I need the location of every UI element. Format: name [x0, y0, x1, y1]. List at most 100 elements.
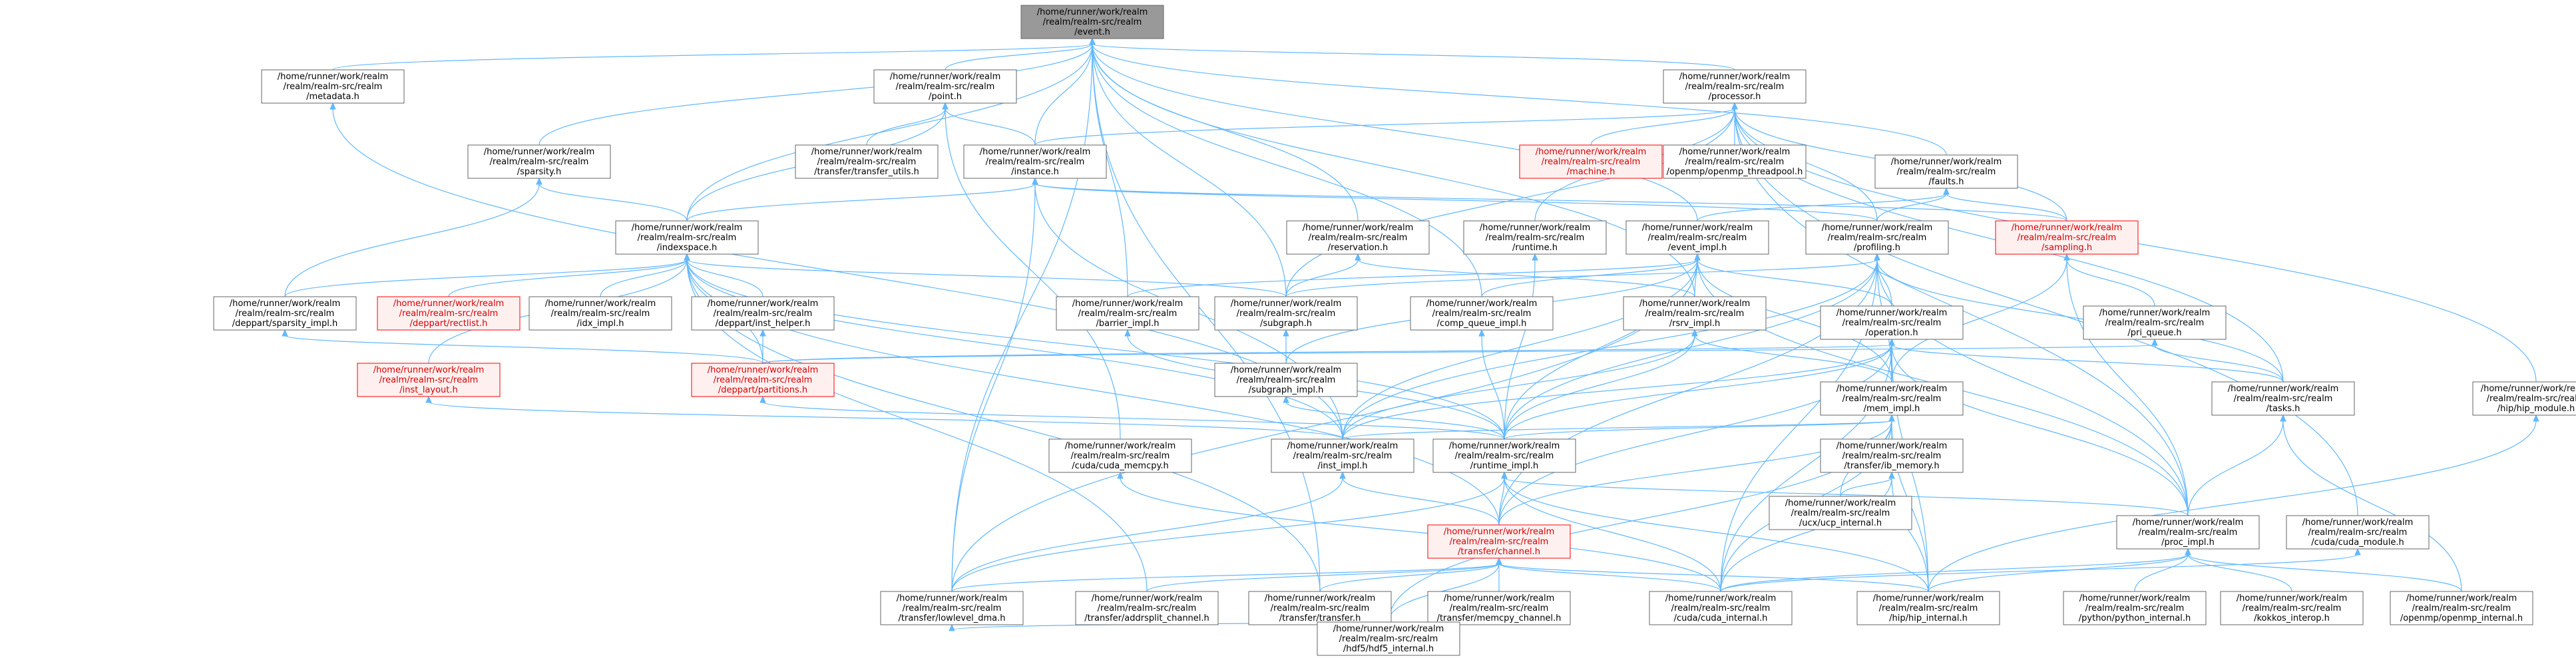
node-kokkos-interop-h[interactable]: /home/runner/work/realm/realm/realm-src/…	[2220, 591, 2364, 625]
node-barrier-impl-h[interactable]: /home/runner/work/realm/realm/realm-src/…	[1056, 296, 1199, 331]
node-memcpy-channel-h[interactable]: /home/runner/work/realm/realm/realm-src/…	[1427, 591, 1571, 625]
edge-arrowhead	[759, 395, 766, 403]
node-label-line: /home/runner/work/realm	[1642, 223, 1753, 233]
edge-rsrv_impl_h-to-inst_impl_h	[1342, 329, 1698, 440]
node-label-line: /point.h	[929, 92, 962, 102]
node-hdf5-internal-h[interactable]: /home/runner/work/realm/realm/realm-src/…	[1317, 621, 1460, 656]
edge-line	[1498, 563, 1721, 592]
node-inst-helper-h[interactable]: /home/runner/work/realm/realm/realm-src/…	[691, 296, 835, 331]
edge-arrowhead	[949, 623, 955, 631]
node-idx-impl-h[interactable]: /home/runner/work/realm/realm/realm-src/…	[529, 296, 672, 331]
node-label-line: /home/runner/work/realm	[1265, 593, 1376, 603]
node-lowlevel-dma-h[interactable]: /home/runner/work/realm/realm/realm-src/…	[880, 591, 1024, 625]
node-runtime-h[interactable]: /home/runner/work/realm/realm/realm-src/…	[1463, 220, 1607, 255]
node-label-line: /transfer/lowlevel_dma.h	[899, 613, 1006, 623]
node-label-line: /home/runner/work/realm	[708, 299, 819, 309]
edge-arrowhead	[329, 102, 336, 110]
node-hip-module-h[interactable]: /home/runner/work/realm/realm/realm-src/…	[2472, 381, 2576, 416]
node-machine-h[interactable]: /home/runner/work/realm/realm/realm-src/…	[1519, 144, 1663, 179]
node-addrsplit-channel-h[interactable]: /home/runner/work/realm/realm/realm-src/…	[1075, 591, 1219, 625]
node-channel-h[interactable]: /home/runner/work/realm/realm/realm-src/…	[1427, 524, 1571, 559]
node-rsrv-impl-h[interactable]: /home/runner/work/realm/realm/realm-src/…	[1623, 296, 1767, 331]
node-label-line: /transfer/transfer_utils.h	[814, 167, 919, 177]
node-openmp-threadpool-h[interactable]: /home/runner/work/realm/realm/realm-src/…	[1663, 144, 1807, 179]
node-event-impl-h[interactable]: /home/runner/work/realm/realm/realm-src/…	[1625, 220, 1769, 255]
node-label-line: /home/runner/work/realm	[1092, 593, 1203, 603]
node-ib-memory-h[interactable]: /home/runner/work/realm/realm/realm-src/…	[1820, 438, 1964, 473]
node-profiling-h[interactable]: /home/runner/work/realm/realm/realm-src/…	[1805, 220, 1949, 255]
node-label-line: /home/runner/work/realm	[2228, 384, 2339, 394]
node-comp-queue-impl-h[interactable]: /home/runner/work/realm/realm/realm-src/…	[1410, 296, 1554, 331]
node-inst-impl-h[interactable]: /home/runner/work/realm/realm/realm-src/…	[1271, 438, 1414, 473]
node-hip-internal-h[interactable]: /home/runner/work/realm/realm/realm-src/…	[1856, 591, 2000, 625]
edge-line	[1504, 477, 1721, 592]
edge-indexspace_h-to-rectlist_h	[448, 253, 690, 297]
node-event-h[interactable]: /home/runner/work/realm/realm/realm-src/…	[1020, 5, 1164, 39]
node-proc-impl-h[interactable]: /home/runner/work/realm/realm/realm-src/…	[2116, 515, 2260, 550]
node-label-line: /home/runner/work/realm	[1287, 441, 1398, 451]
node-faults-h[interactable]: /home/runner/work/realm/realm/realm-src/…	[1874, 154, 2018, 189]
edge-line	[2066, 259, 2189, 516]
node-point-h[interactable]: /home/runner/work/realm/realm/realm-src/…	[873, 69, 1017, 104]
node-box	[1820, 381, 1964, 416]
node-box	[2116, 515, 2260, 550]
edge-arrowhead	[942, 102, 949, 110]
node-processor-h[interactable]: /home/runner/work/realm/realm/realm-src/…	[1663, 69, 1807, 104]
node-box	[1463, 220, 1607, 255]
edge-arrowhead	[1888, 414, 1895, 422]
node-tasks-h[interactable]: /home/runner/work/realm/realm/realm-src/…	[2211, 381, 2355, 416]
node-cuda-internal-h[interactable]: /home/runner/work/realm/realm/realm-src/…	[1649, 591, 1793, 625]
node-instance-h[interactable]: /home/runner/work/realm/realm/realm-src/…	[963, 144, 1107, 179]
node-python-internal-h[interactable]: /home/runner/work/realm/realm/realm-src/…	[2063, 591, 2207, 625]
node-label-line: /inst_layout.h	[399, 385, 458, 395]
node-ucp-internal-h[interactable]: /home/runner/work/realm/realm/realm-src/…	[1769, 496, 1912, 530]
edge-faults_h-to-profiling_h	[1876, 187, 1950, 222]
edge-event_impl_h-to-inst_impl_h	[1342, 253, 1701, 440]
edge-line	[1891, 344, 2189, 516]
node-indexspace-h[interactable]: /home/runner/work/realm/realm/realm-src/…	[615, 220, 759, 255]
node-pri-queue-h[interactable]: /home/runner/work/realm/realm/realm-src/…	[2083, 305, 2227, 340]
node-reservation-h[interactable]: /home/runner/work/realm/realm/realm-src/…	[1286, 220, 1430, 255]
node-sparsity-h[interactable]: /home/runner/work/realm/realm/realm-src/…	[467, 144, 611, 179]
node-transfer-utils-h[interactable]: /home/runner/work/realm/realm/realm-src/…	[795, 144, 939, 179]
node-runtime-impl-h[interactable]: /home/runner/work/realm/realm/realm-src/…	[1432, 438, 1576, 473]
node-subgraph-h[interactable]: /home/runner/work/realm/realm/realm-src/…	[1214, 296, 1358, 331]
node-label-line: /realm/realm-src/realm	[399, 309, 499, 319]
node-metadata-h[interactable]: /home/runner/work/realm/realm/realm-src/…	[261, 69, 405, 104]
edge-operation_h-to-partitions_h	[762, 338, 1895, 364]
node-operation-h[interactable]: /home/runner/work/realm/realm/realm-src/…	[1820, 305, 1964, 340]
edge-event_h-to-faults_h	[1089, 37, 1947, 156]
node-partitions-h[interactable]: /home/runner/work/realm/realm/realm-src/…	[691, 363, 835, 397]
node-label-line: /realm/realm-src/realm	[2139, 528, 2238, 538]
node-transfer-h[interactable]: /home/runner/work/realm/realm/realm-src/…	[1248, 591, 1392, 625]
node-box	[2083, 305, 2227, 340]
edge-line	[866, 108, 946, 146]
edge-line	[1498, 563, 1929, 592]
node-cuda-module-h[interactable]: /home/runner/work/realm/realm/realm-src/…	[2286, 515, 2430, 550]
edge-sparsity_impl_h-to-partitions_h	[282, 329, 763, 364]
edge-line	[1734, 108, 2358, 516]
node-sparsity-impl-h[interactable]: /home/runner/work/realm/realm/realm-src/…	[213, 296, 357, 331]
edge-line	[951, 477, 1343, 592]
node-cuda-memcpy-h[interactable]: /home/runner/work/realm/realm/realm-src/…	[1048, 438, 1192, 473]
edge-arrowhead	[1117, 471, 1124, 479]
edge-arrowhead	[2533, 414, 2539, 422]
edge-sparsity_h-to-sparsity_impl_h	[284, 177, 542, 297]
edge-arrowhead	[1532, 253, 1538, 261]
edge-point_h-to-transfer_utils_h	[866, 102, 949, 146]
node-sampling-h[interactable]: /home/runner/work/realm/realm/realm-src/…	[1995, 220, 2139, 255]
node-label-line: /realm/realm-src/realm	[236, 309, 335, 319]
node-label-line: /realm/realm-src/realm	[1455, 451, 1554, 461]
edge-inst_helper_h-to-partitions_h	[759, 329, 766, 364]
edge-processor_h-to-instance_h	[1034, 102, 1738, 146]
edge-line	[951, 563, 1500, 592]
node-subgraph-impl-h[interactable]: /home/runner/work/realm/realm/realm-src/…	[1214, 363, 1358, 397]
node-openmp-internal-h[interactable]: /home/runner/work/realm/realm/realm-src/…	[2390, 591, 2533, 625]
node-label-line: /home/runner/work/realm	[1836, 441, 1948, 451]
node-rectlist-h[interactable]: /home/runner/work/realm/realm/realm-src/…	[377, 296, 521, 331]
edge-hip_module_h-to-hip_internal_h	[1928, 414, 2539, 592]
edge-line	[1891, 259, 2067, 383]
node-mem-impl-h[interactable]: /home/runner/work/realm/realm/realm-src/…	[1820, 381, 1964, 416]
edge-line	[945, 108, 1036, 146]
node-inst-layout-h[interactable]: /home/runner/work/realm/realm/realm-src/…	[357, 363, 501, 397]
